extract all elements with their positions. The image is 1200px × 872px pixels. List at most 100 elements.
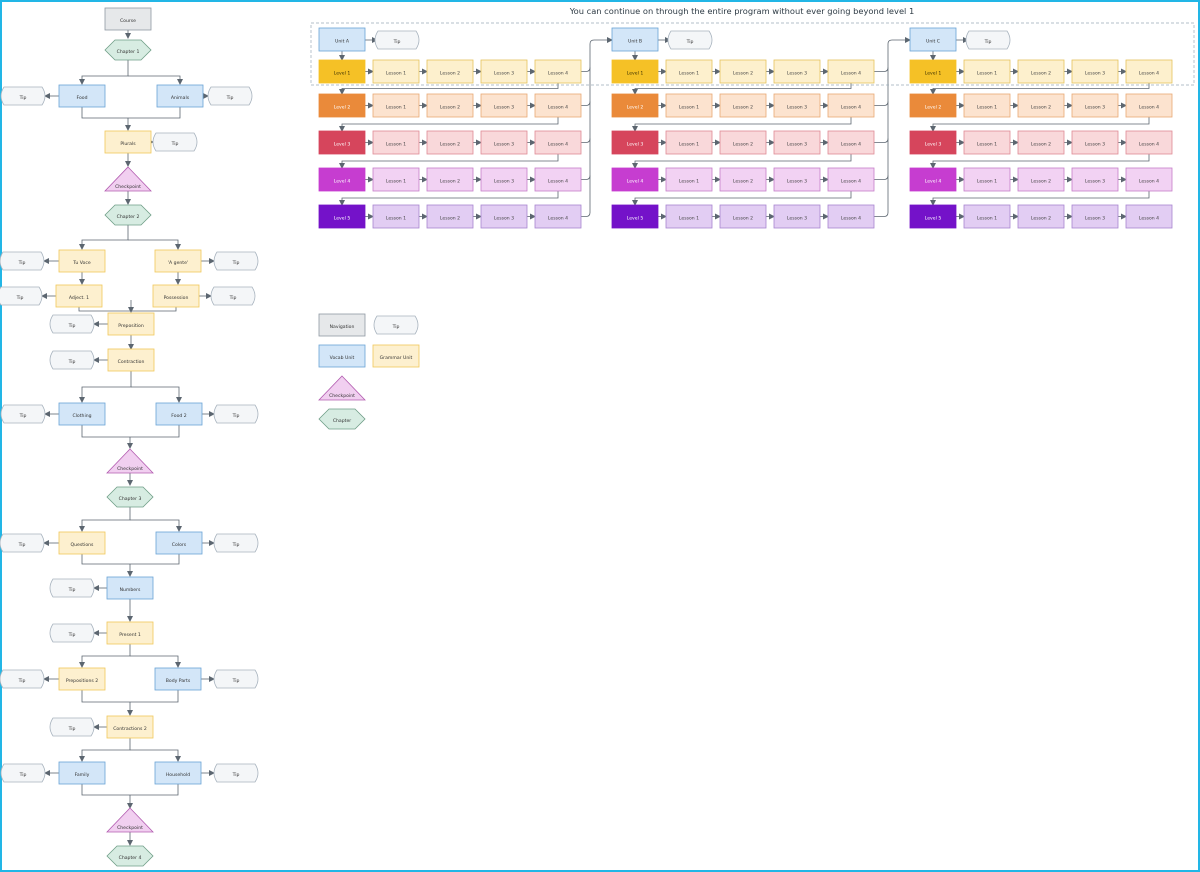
- unit-b-level-5[interactable]: Level 5: [611, 204, 659, 229]
- unit-b-level-2-lesson-3[interactable]: Lesson 3: [773, 93, 821, 118]
- unit-a-level-5-lesson-2[interactable]: Lesson 2: [426, 204, 474, 229]
- unit-a-level-1-lesson-2[interactable]: Lesson 2: [426, 59, 474, 84]
- unit-a-level-3-lesson-2[interactable]: Lesson 2: [426, 130, 474, 155]
- unit-a-level-1[interactable]: Level 1: [318, 59, 366, 84]
- unit-b-level-5-lesson-2[interactable]: Lesson 2: [719, 204, 767, 229]
- unit-b-level-1-lesson-3[interactable]: Lesson 3: [773, 59, 821, 84]
- tip-adject-1[interactable]: Tip: [0, 286, 43, 306]
- unit-a-level-3-lesson-3[interactable]: Lesson 3: [480, 130, 528, 155]
- unit-b-level-1-lesson-1[interactable]: Lesson 1: [665, 59, 713, 84]
- vocab-unit-food[interactable]: Food: [58, 84, 106, 108]
- unit-b-level-4-lesson-1[interactable]: Lesson 1: [665, 167, 713, 192]
- tip-animals[interactable]: Tip: [207, 86, 253, 106]
- legend-checkpoint[interactable]: Checkpoint: [318, 375, 366, 401]
- unit-a-level-3-lesson-4[interactable]: Lesson 4: [534, 130, 582, 155]
- unit-a-tip[interactable]: Tip: [374, 30, 420, 50]
- unit-c-level-2-lesson-2[interactable]: Lesson 2: [1017, 93, 1065, 118]
- chapter-4[interactable]: Chapter 4: [106, 845, 154, 867]
- unit-c-level-1-lesson-3[interactable]: Lesson 3: [1071, 59, 1119, 84]
- checkpoint-2[interactable]: Checkpoint: [106, 448, 154, 474]
- chapter-1[interactable]: Chapter 1: [104, 39, 152, 61]
- unit-c-level-4-lesson-1[interactable]: Lesson 1: [963, 167, 1011, 192]
- tip-family[interactable]: Tip: [0, 763, 46, 783]
- unit-c-level-1-lesson-2[interactable]: Lesson 2: [1017, 59, 1065, 84]
- vocab-unit-food-2[interactable]: Food 2: [155, 402, 203, 426]
- unit-a-level-5[interactable]: Level 5: [318, 204, 366, 229]
- tip-food-2[interactable]: Tip: [213, 404, 259, 424]
- unit-c-level-3-lesson-4[interactable]: Lesson 4: [1125, 130, 1173, 155]
- unit-c-level-2[interactable]: Level 2: [909, 93, 957, 118]
- unit-a-level-5-lesson-1[interactable]: Lesson 1: [372, 204, 420, 229]
- unit-a-level-4-lesson-1[interactable]: Lesson 1: [372, 167, 420, 192]
- tip-colors[interactable]: Tip: [213, 533, 259, 553]
- unit-b-level-3-lesson-1[interactable]: Lesson 1: [665, 130, 713, 155]
- legend-navigation[interactable]: Navigation: [318, 313, 366, 337]
- unit-a-level-1-lesson-1[interactable]: Lesson 1: [372, 59, 420, 84]
- unit-c-tip[interactable]: Tip: [965, 30, 1011, 50]
- unit-a-node[interactable]: Unit A: [318, 27, 366, 52]
- grammar-unit-prepositions-2[interactable]: Prepositions 2: [58, 667, 106, 691]
- tip-contraction[interactable]: Tip: [49, 350, 95, 370]
- unit-a-level-4-lesson-2[interactable]: Lesson 2: [426, 167, 474, 192]
- unit-c-level-1[interactable]: Level 1: [909, 59, 957, 84]
- unit-a-level-2-lesson-4[interactable]: Lesson 4: [534, 93, 582, 118]
- chapter-2[interactable]: Chapter 2: [104, 204, 152, 226]
- unit-a-level-4[interactable]: Level 4: [318, 167, 366, 192]
- chapter-3[interactable]: Chapter 3: [106, 486, 154, 508]
- vocab-unit-colors[interactable]: Colors: [155, 531, 203, 555]
- unit-c-level-5-lesson-1[interactable]: Lesson 1: [963, 204, 1011, 229]
- unit-b-level-1-lesson-2[interactable]: Lesson 2: [719, 59, 767, 84]
- unit-b-level-5-lesson-1[interactable]: Lesson 1: [665, 204, 713, 229]
- tip-questions[interactable]: Tip: [0, 533, 45, 553]
- vocab-unit-household[interactable]: Household: [154, 761, 202, 785]
- unit-a-level-5-lesson-3[interactable]: Lesson 3: [480, 204, 528, 229]
- grammar-unit-adject-1[interactable]: Adject. 1: [55, 284, 103, 308]
- vocab-unit-animals[interactable]: Animals: [156, 84, 204, 108]
- legend-vocab-unit[interactable]: Vocab Unit: [318, 344, 366, 368]
- unit-c-level-5-lesson-2[interactable]: Lesson 2: [1017, 204, 1065, 229]
- unit-c-level-3-lesson-3[interactable]: Lesson 3: [1071, 130, 1119, 155]
- unit-b-level-2[interactable]: Level 2: [611, 93, 659, 118]
- grammar-unit-preposition[interactable]: Preposition: [107, 312, 155, 336]
- tip-food[interactable]: Tip: [0, 86, 46, 106]
- unit-c-level-4-lesson-3[interactable]: Lesson 3: [1071, 167, 1119, 192]
- tip-contractions-2[interactable]: Tip: [49, 717, 95, 737]
- tip-household[interactable]: Tip: [213, 763, 259, 783]
- grammar-unit-contractions-2[interactable]: Contractions 2: [106, 715, 154, 739]
- unit-c-level-5[interactable]: Level 5: [909, 204, 957, 229]
- unit-c-level-4-lesson-4[interactable]: Lesson 4: [1125, 167, 1173, 192]
- unit-b-level-4-lesson-2[interactable]: Lesson 2: [719, 167, 767, 192]
- legend-tip[interactable]: Tip: [373, 315, 419, 335]
- unit-a-level-3[interactable]: Level 3: [318, 130, 366, 155]
- unit-b-level-3-lesson-4[interactable]: Lesson 4: [827, 130, 875, 155]
- grammar-unit-possession[interactable]: Possession: [152, 284, 200, 308]
- unit-b-level-5-lesson-3[interactable]: Lesson 3: [773, 204, 821, 229]
- vocab-unit-family[interactable]: Family: [58, 761, 106, 785]
- unit-a-level-1-lesson-4[interactable]: Lesson 4: [534, 59, 582, 84]
- legend-grammar-unit[interactable]: Grammar Unit: [372, 344, 420, 368]
- grammar-unit-present-1[interactable]: Present 1: [106, 621, 154, 645]
- unit-c-level-1-lesson-4[interactable]: Lesson 4: [1125, 59, 1173, 84]
- grammar-unit-a-gente[interactable]: 'A gente': [154, 249, 202, 273]
- legend-chapter[interactable]: Chapter: [318, 408, 366, 430]
- unit-c-level-4-lesson-2[interactable]: Lesson 2: [1017, 167, 1065, 192]
- unit-b-level-3-lesson-2[interactable]: Lesson 2: [719, 130, 767, 155]
- unit-c-level-5-lesson-3[interactable]: Lesson 3: [1071, 204, 1119, 229]
- grammar-unit-questions[interactable]: Questions: [58, 531, 106, 555]
- unit-b-level-2-lesson-1[interactable]: Lesson 1: [665, 93, 713, 118]
- unit-a-level-2-lesson-2[interactable]: Lesson 2: [426, 93, 474, 118]
- tip-prepositions-2[interactable]: Tip: [0, 669, 45, 689]
- unit-a-level-4-lesson-3[interactable]: Lesson 3: [480, 167, 528, 192]
- unit-c-node[interactable]: Unit C: [909, 27, 957, 52]
- unit-b-level-4-lesson-3[interactable]: Lesson 3: [773, 167, 821, 192]
- unit-b-level-1-lesson-4[interactable]: Lesson 4: [827, 59, 875, 84]
- unit-a-level-2[interactable]: Level 2: [318, 93, 366, 118]
- unit-b-level-5-lesson-4[interactable]: Lesson 4: [827, 204, 875, 229]
- unit-c-level-5-lesson-4[interactable]: Lesson 4: [1125, 204, 1173, 229]
- unit-c-level-3-lesson-1[interactable]: Lesson 1: [963, 130, 1011, 155]
- checkpoint-1[interactable]: Checkpoint: [104, 166, 152, 192]
- unit-b-tip[interactable]: Tip: [667, 30, 713, 50]
- unit-a-level-1-lesson-3[interactable]: Lesson 3: [480, 59, 528, 84]
- unit-c-level-2-lesson-4[interactable]: Lesson 4: [1125, 93, 1173, 118]
- grammar-unit-tu-voce[interactable]: Tu Voce: [58, 249, 106, 273]
